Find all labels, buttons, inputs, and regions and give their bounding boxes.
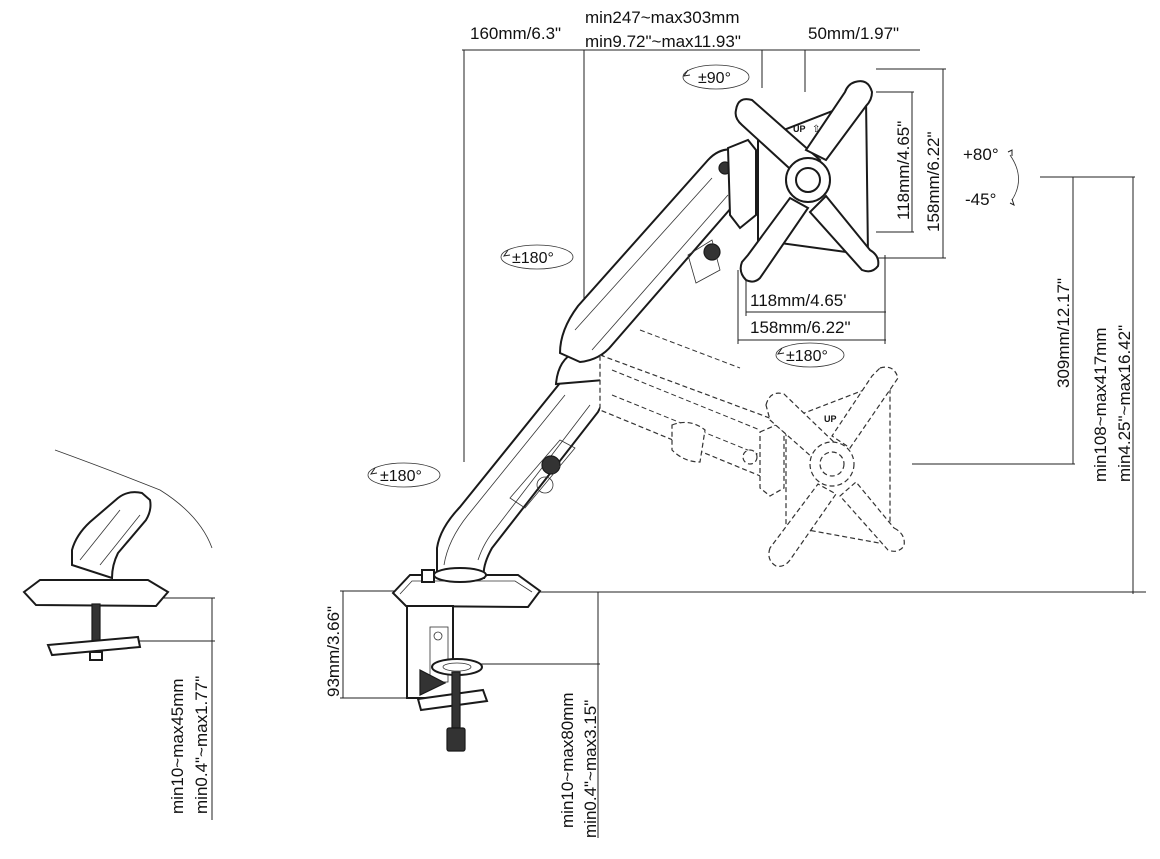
tilt-indicator: +80° -45°: [963, 145, 1019, 209]
clamp-screw-knob: [446, 727, 466, 752]
clamp-range-in-label: min0.4"~max3.15": [581, 700, 600, 838]
monitor-arm-main: [391, 138, 757, 752]
grommet-mount-detail: [22, 449, 213, 661]
clamp-range-mm-label: min10~max80mm: [558, 692, 577, 828]
vesa-arm-bottom-right: [808, 194, 880, 273]
svg-text:⇧: ⇧: [812, 124, 820, 135]
vesa-arm-bottom-left: [739, 196, 810, 283]
vesa-up-mark: UP: [793, 124, 806, 134]
svg-text:±90°: ±90°: [698, 70, 731, 87]
lower-arm: [436, 370, 606, 579]
swivel-upper-arm-indicator: ±180°: [500, 244, 574, 270]
vesa-plate: UP ⇧: [734, 80, 880, 283]
arm-offset-label: 160mm/6.3": [470, 24, 561, 43]
vesa-offset-label: 50mm/1.97": [808, 24, 899, 43]
vesa-arm-top-right: [804, 80, 874, 162]
vesa-inner-horizontal-label: 118mm/4.65': [750, 291, 846, 310]
svg-text:-45°: -45°: [965, 190, 996, 209]
grommet-bottom-plate: [46, 635, 142, 657]
grommet-range-mm-label: min10~max45mm: [168, 678, 187, 814]
height-span-label: 309mm/12.17": [1054, 278, 1073, 388]
height-range-mm-label: min108~max417mm: [1091, 328, 1110, 483]
swivel-head-indicator: ±180°: [775, 342, 845, 368]
swivel-lower-arm-indicator: ±180°: [367, 462, 441, 488]
svg-text:+80°: +80°: [963, 145, 999, 164]
rotation-indicators: ±90° ±180° ±180° ±180° +80° -45°: [367, 64, 1019, 488]
head-joint: [726, 138, 757, 230]
rotation-top-indicator: ±90°: [682, 64, 750, 90]
clamp-screw: [451, 671, 461, 729]
dimension-labels: 160mm/6.3" min247~max303mm min9.72"~max1…: [168, 8, 1134, 838]
reach-range-mm-label: min247~max303mm: [585, 8, 740, 27]
svg-text:±180°: ±180°: [380, 468, 422, 485]
clamp-height-label: 93mm/3.66": [324, 606, 343, 697]
grommet-range-in-label: min0.4"~max1.77": [192, 676, 211, 814]
svg-text:±180°: ±180°: [512, 250, 554, 267]
vesa-outer-horizontal-label: 158mm/6.22": [750, 318, 851, 337]
vesa-outer-vertical-label: 158mm/6.22": [924, 131, 943, 232]
ghost-up-mark: UP: [824, 414, 837, 424]
reach-range-in-label: min9.72"~max11.93": [585, 32, 741, 51]
lowered-position-ghost: UP: [599, 329, 905, 567]
vesa-inner-vertical-label: 118mm/4.65": [894, 121, 913, 220]
svg-text:±180°: ±180°: [786, 348, 828, 365]
dimension-lines: [135, 49, 1146, 838]
height-range-in-label: min4.25"~max16.42": [1115, 325, 1134, 482]
